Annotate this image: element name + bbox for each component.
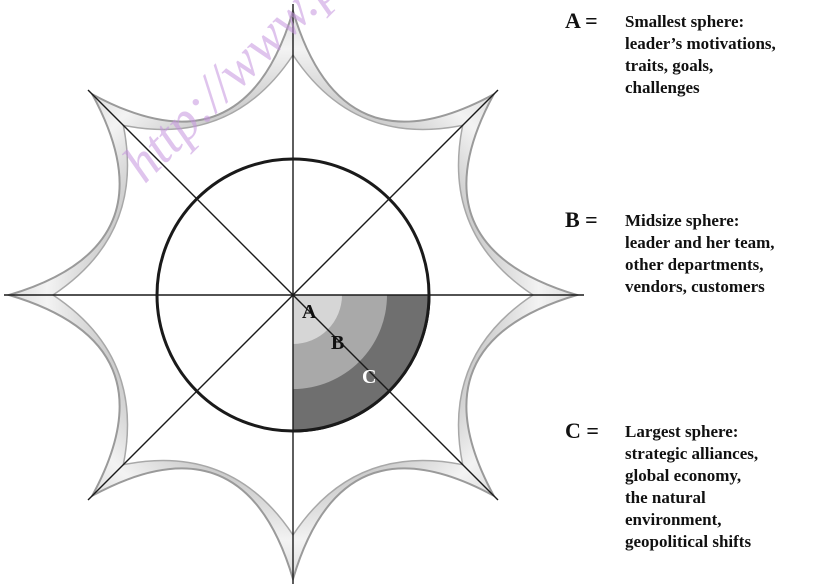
web-spokes bbox=[4, 4, 584, 584]
sphere-b-label: B bbox=[331, 332, 344, 354]
legend-c-key: C = bbox=[565, 418, 599, 443]
legend-b-text: Midsize sphere: leader and her team, oth… bbox=[625, 211, 775, 296]
legend-a-text: Smallest sphere: leader’s motivations, t… bbox=[625, 12, 776, 97]
sphere-a-label: A bbox=[302, 301, 317, 323]
legend-b-key: B = bbox=[565, 207, 598, 232]
sphere-c-label: C bbox=[362, 366, 376, 388]
legend-a-key: A = bbox=[565, 8, 598, 33]
web-spoke-line bbox=[87, 89, 499, 501]
legend-c-text: Largest sphere: strategic alliances, glo… bbox=[625, 422, 759, 551]
